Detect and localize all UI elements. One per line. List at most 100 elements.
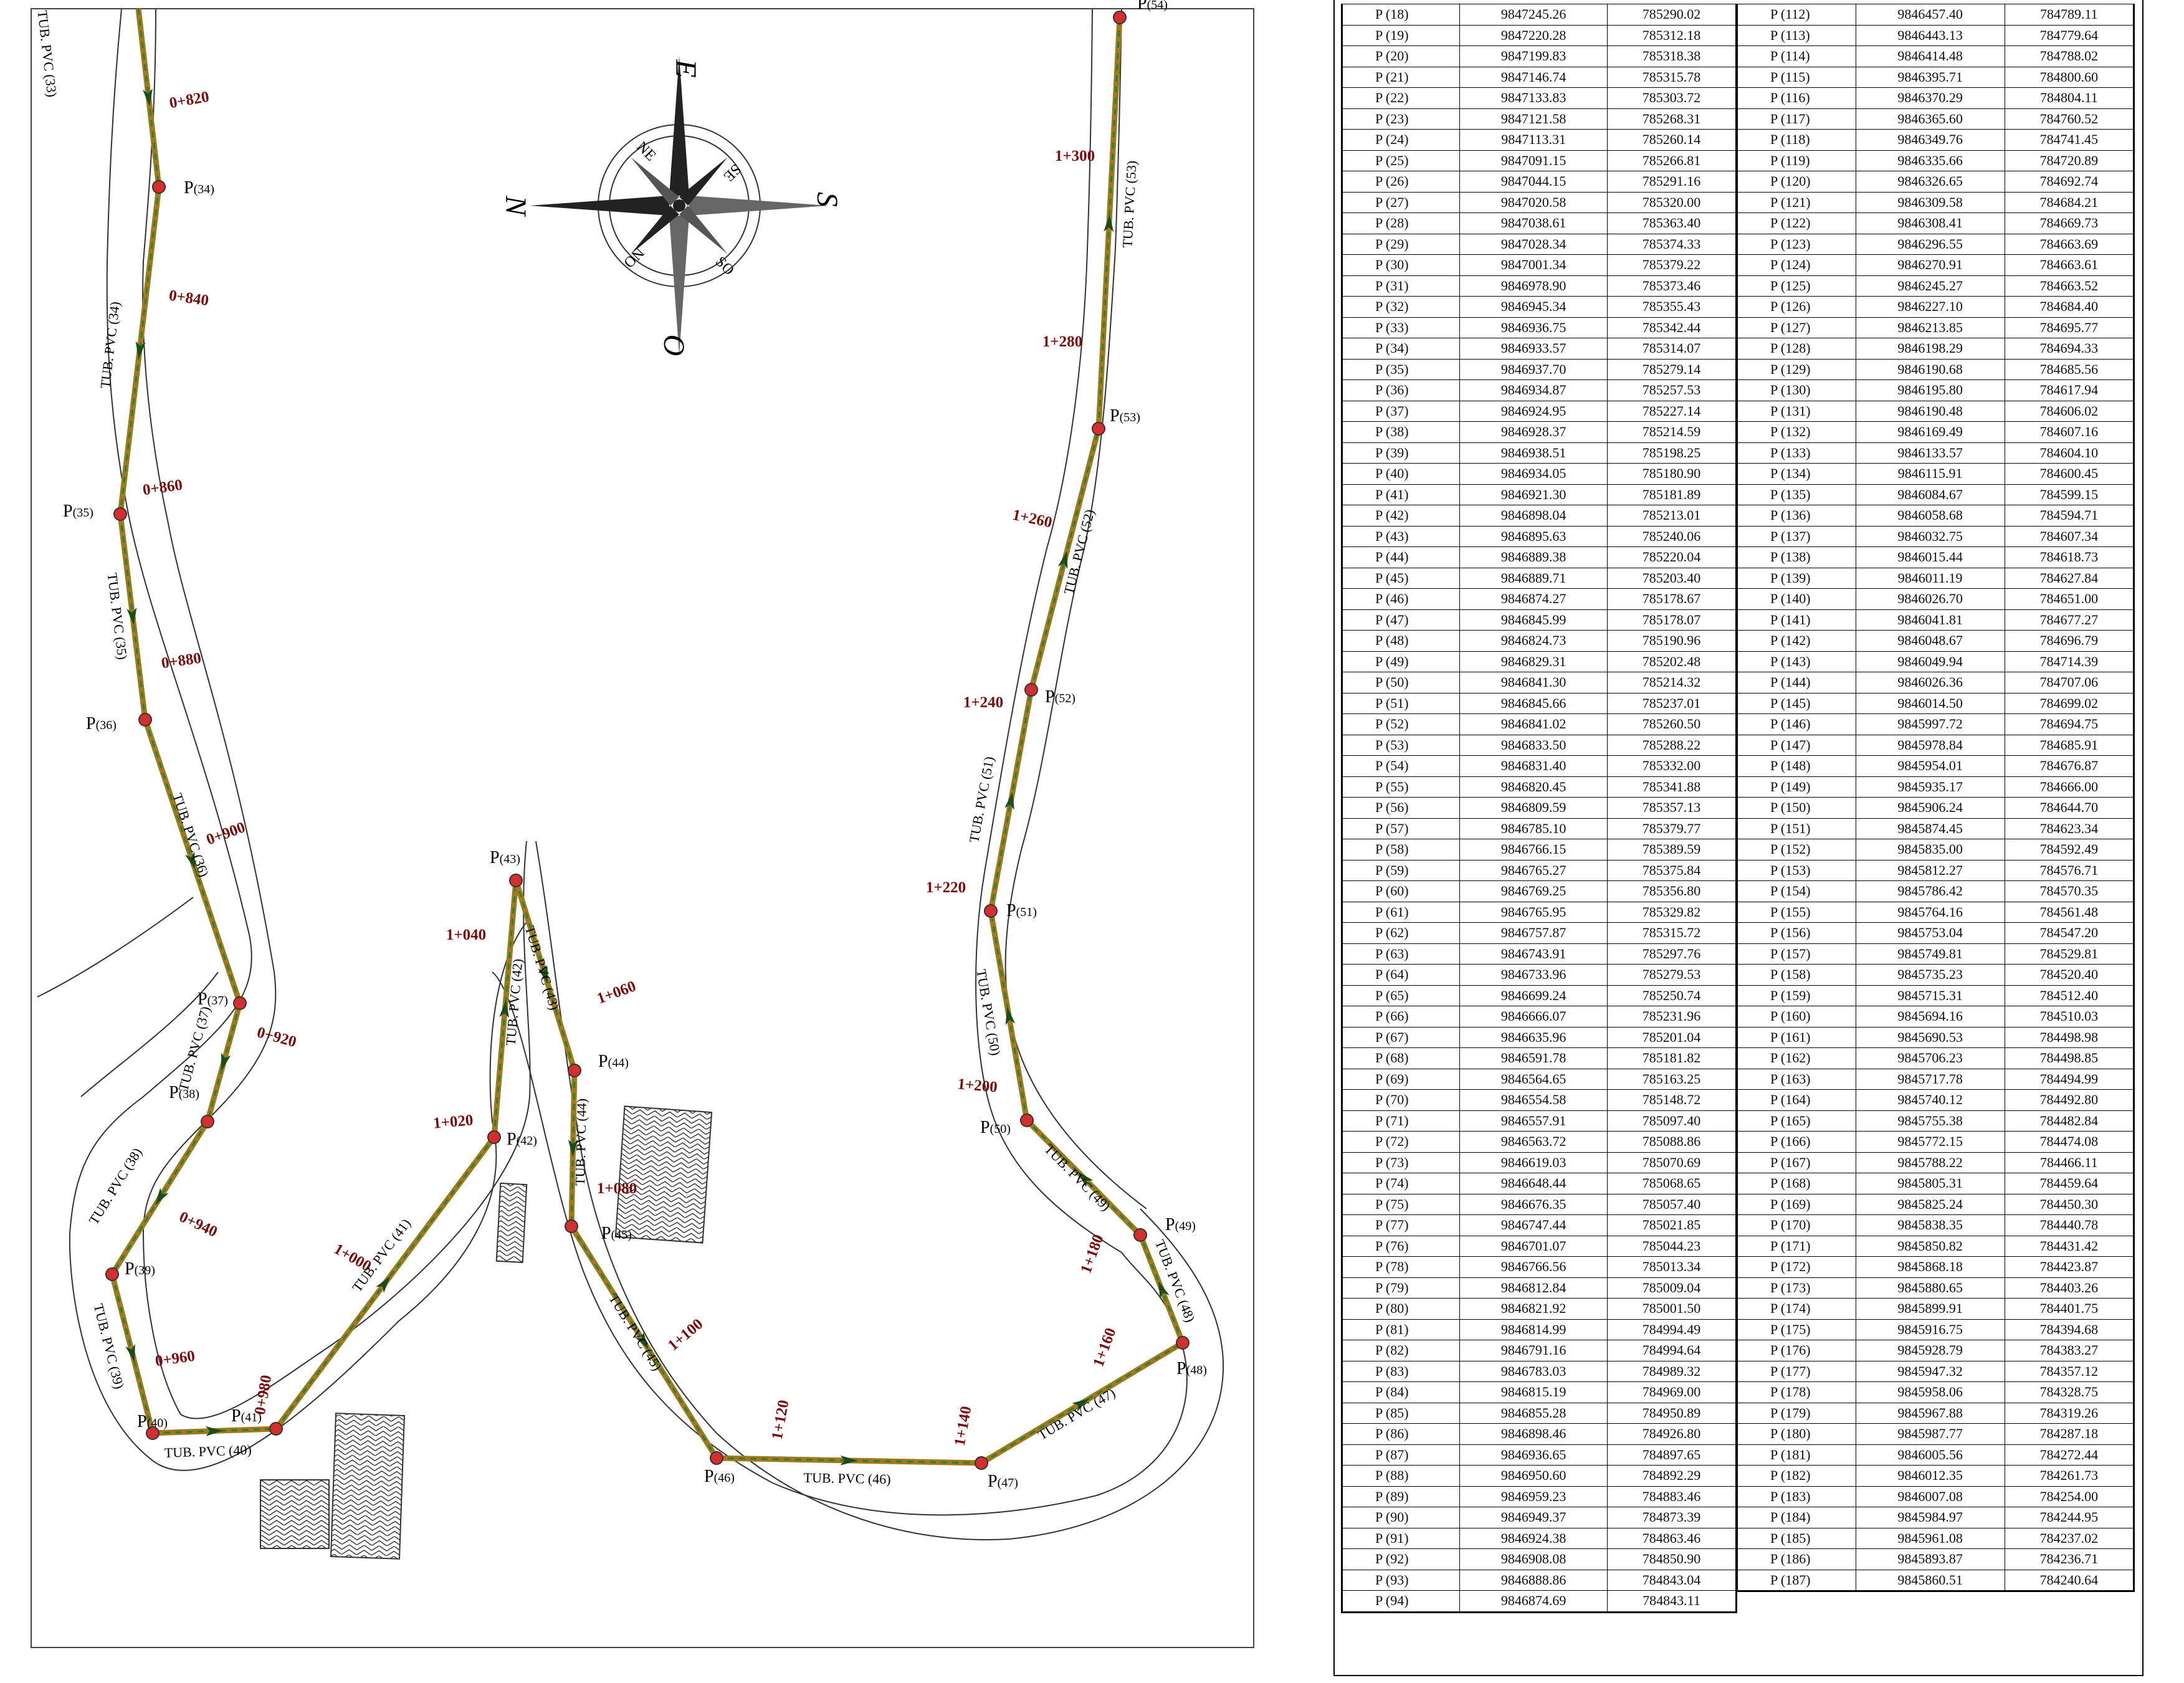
northing-cell: 9845954.01: [1855, 755, 2005, 777]
northing-cell: 9845825.24: [1855, 1193, 2005, 1215]
easting-cell: 785291.16: [1607, 171, 1737, 193]
point-prefix: P: [1165, 1215, 1175, 1234]
point-prefix: P: [704, 1467, 714, 1486]
easting-cell: 785021.85: [1607, 1214, 1737, 1236]
easting-cell: 785001.50: [1607, 1298, 1737, 1320]
point-prefix: P: [507, 1130, 517, 1149]
northing-cell: 9847133.83: [1459, 87, 1608, 109]
flow-arrow-icon: [1158, 1280, 1170, 1299]
point-id-cell: P (93): [1341, 1569, 1461, 1591]
flow-arrow-icon: [1057, 550, 1068, 570]
northing-cell: 9846414.48: [1855, 45, 2005, 67]
station-label: 0+980: [252, 1374, 275, 1416]
point-id-cell: P (133): [1737, 442, 1856, 464]
easting-cell: 785068.65: [1607, 1173, 1737, 1194]
point-id-cell: P (164): [1737, 1089, 1856, 1111]
point-prefix: P: [169, 1083, 179, 1102]
point-id-cell: P (167): [1737, 1151, 1856, 1173]
easting-cell: 784694.75: [2004, 713, 2135, 735]
northing-cell: 9846007.08: [1855, 1485, 2005, 1507]
easting-cell: 784843.04: [1607, 1569, 1737, 1591]
point-number: (47): [998, 1476, 1018, 1490]
point-id-cell: P (48): [1341, 630, 1461, 652]
easting-cell: 785341.88: [1607, 776, 1737, 798]
point-id-cell: P (46): [1341, 588, 1461, 610]
point-prefix: P: [137, 1412, 147, 1431]
easting-cell: 784466.11: [2004, 1151, 2135, 1173]
point-id-cell: P (146): [1737, 713, 1856, 735]
point-number: (36): [96, 718, 117, 732]
northing-cell: 9846809.59: [1459, 797, 1608, 819]
northing-cell: 9846829.31: [1459, 651, 1608, 672]
easting-cell: 785342.44: [1607, 317, 1737, 338]
point-id-cell: P (87): [1341, 1444, 1461, 1466]
pipe-label: TUB. PVC (45): [606, 1291, 665, 1373]
point-id-cell: P (175): [1737, 1318, 1856, 1340]
northing-cell: 9846699.24: [1459, 985, 1608, 1006]
northing-cell: 9846824.73: [1459, 630, 1608, 652]
flow-arrow-icon: [135, 341, 146, 360]
point-id-cell: P (129): [1737, 358, 1856, 380]
point-id-cell: P (32): [1341, 296, 1461, 318]
northing-cell: 9846041.81: [1855, 609, 2005, 631]
point-id-cell: P (118): [1737, 129, 1856, 151]
northing-cell: 9846326.65: [1855, 171, 2005, 193]
northing-cell: 9846937.70: [1459, 358, 1608, 380]
easting-cell: 784529.81: [2004, 943, 2135, 965]
point-id-cell: P (112): [1737, 4, 1856, 26]
northing-cell: 9846978.90: [1459, 275, 1608, 297]
easting-cell: 784863.46: [1607, 1527, 1737, 1549]
northing-cell: 9845947.32: [1855, 1360, 2005, 1382]
northing-cell: 9846934.87: [1459, 379, 1608, 401]
point-id-cell: P (184): [1737, 1507, 1856, 1528]
point-id-cell: P (168): [1737, 1173, 1856, 1194]
easting-cell: 784474.08: [2004, 1131, 2135, 1153]
easting-cell: 784520.40: [2004, 964, 2135, 986]
easting-cell: 785088.86: [1607, 1131, 1737, 1153]
point-id-cell: P (53): [1341, 734, 1461, 756]
point-number: (54): [1147, 0, 1168, 12]
northing-cell: 9846908.08: [1459, 1548, 1608, 1570]
building: [330, 1413, 406, 1560]
point-label: P(36): [86, 714, 117, 733]
northing-cell: 9846349.76: [1855, 129, 2005, 151]
northing-cell: 9846048.67: [1855, 630, 2005, 652]
northing-cell: 9846635.96: [1459, 1026, 1608, 1048]
point-id-cell: P (113): [1737, 24, 1856, 46]
easting-cell: 784684.21: [2004, 191, 2135, 213]
point-id-cell: P (119): [1737, 150, 1856, 171]
point-id-cell: P (135): [1737, 484, 1856, 505]
point-label: P(50): [980, 1118, 1011, 1137]
easting-cell: 784287.18: [2004, 1423, 2135, 1445]
northing-cell: 9846765.95: [1459, 901, 1608, 923]
northing-cell: 9846874.27: [1459, 588, 1608, 610]
manhole-node: [1113, 11, 1127, 24]
point-id-cell: P (91): [1341, 1527, 1461, 1549]
northing-cell: 9845893.87: [1855, 1548, 2005, 1570]
easting-cell: 784606.02: [2004, 400, 2135, 422]
point-id-cell: P (141): [1737, 609, 1856, 631]
point-id-cell: P (92): [1341, 1548, 1461, 1570]
point-id-cell: P (130): [1737, 379, 1856, 401]
northing-cell: 9846014.50: [1855, 692, 2005, 714]
